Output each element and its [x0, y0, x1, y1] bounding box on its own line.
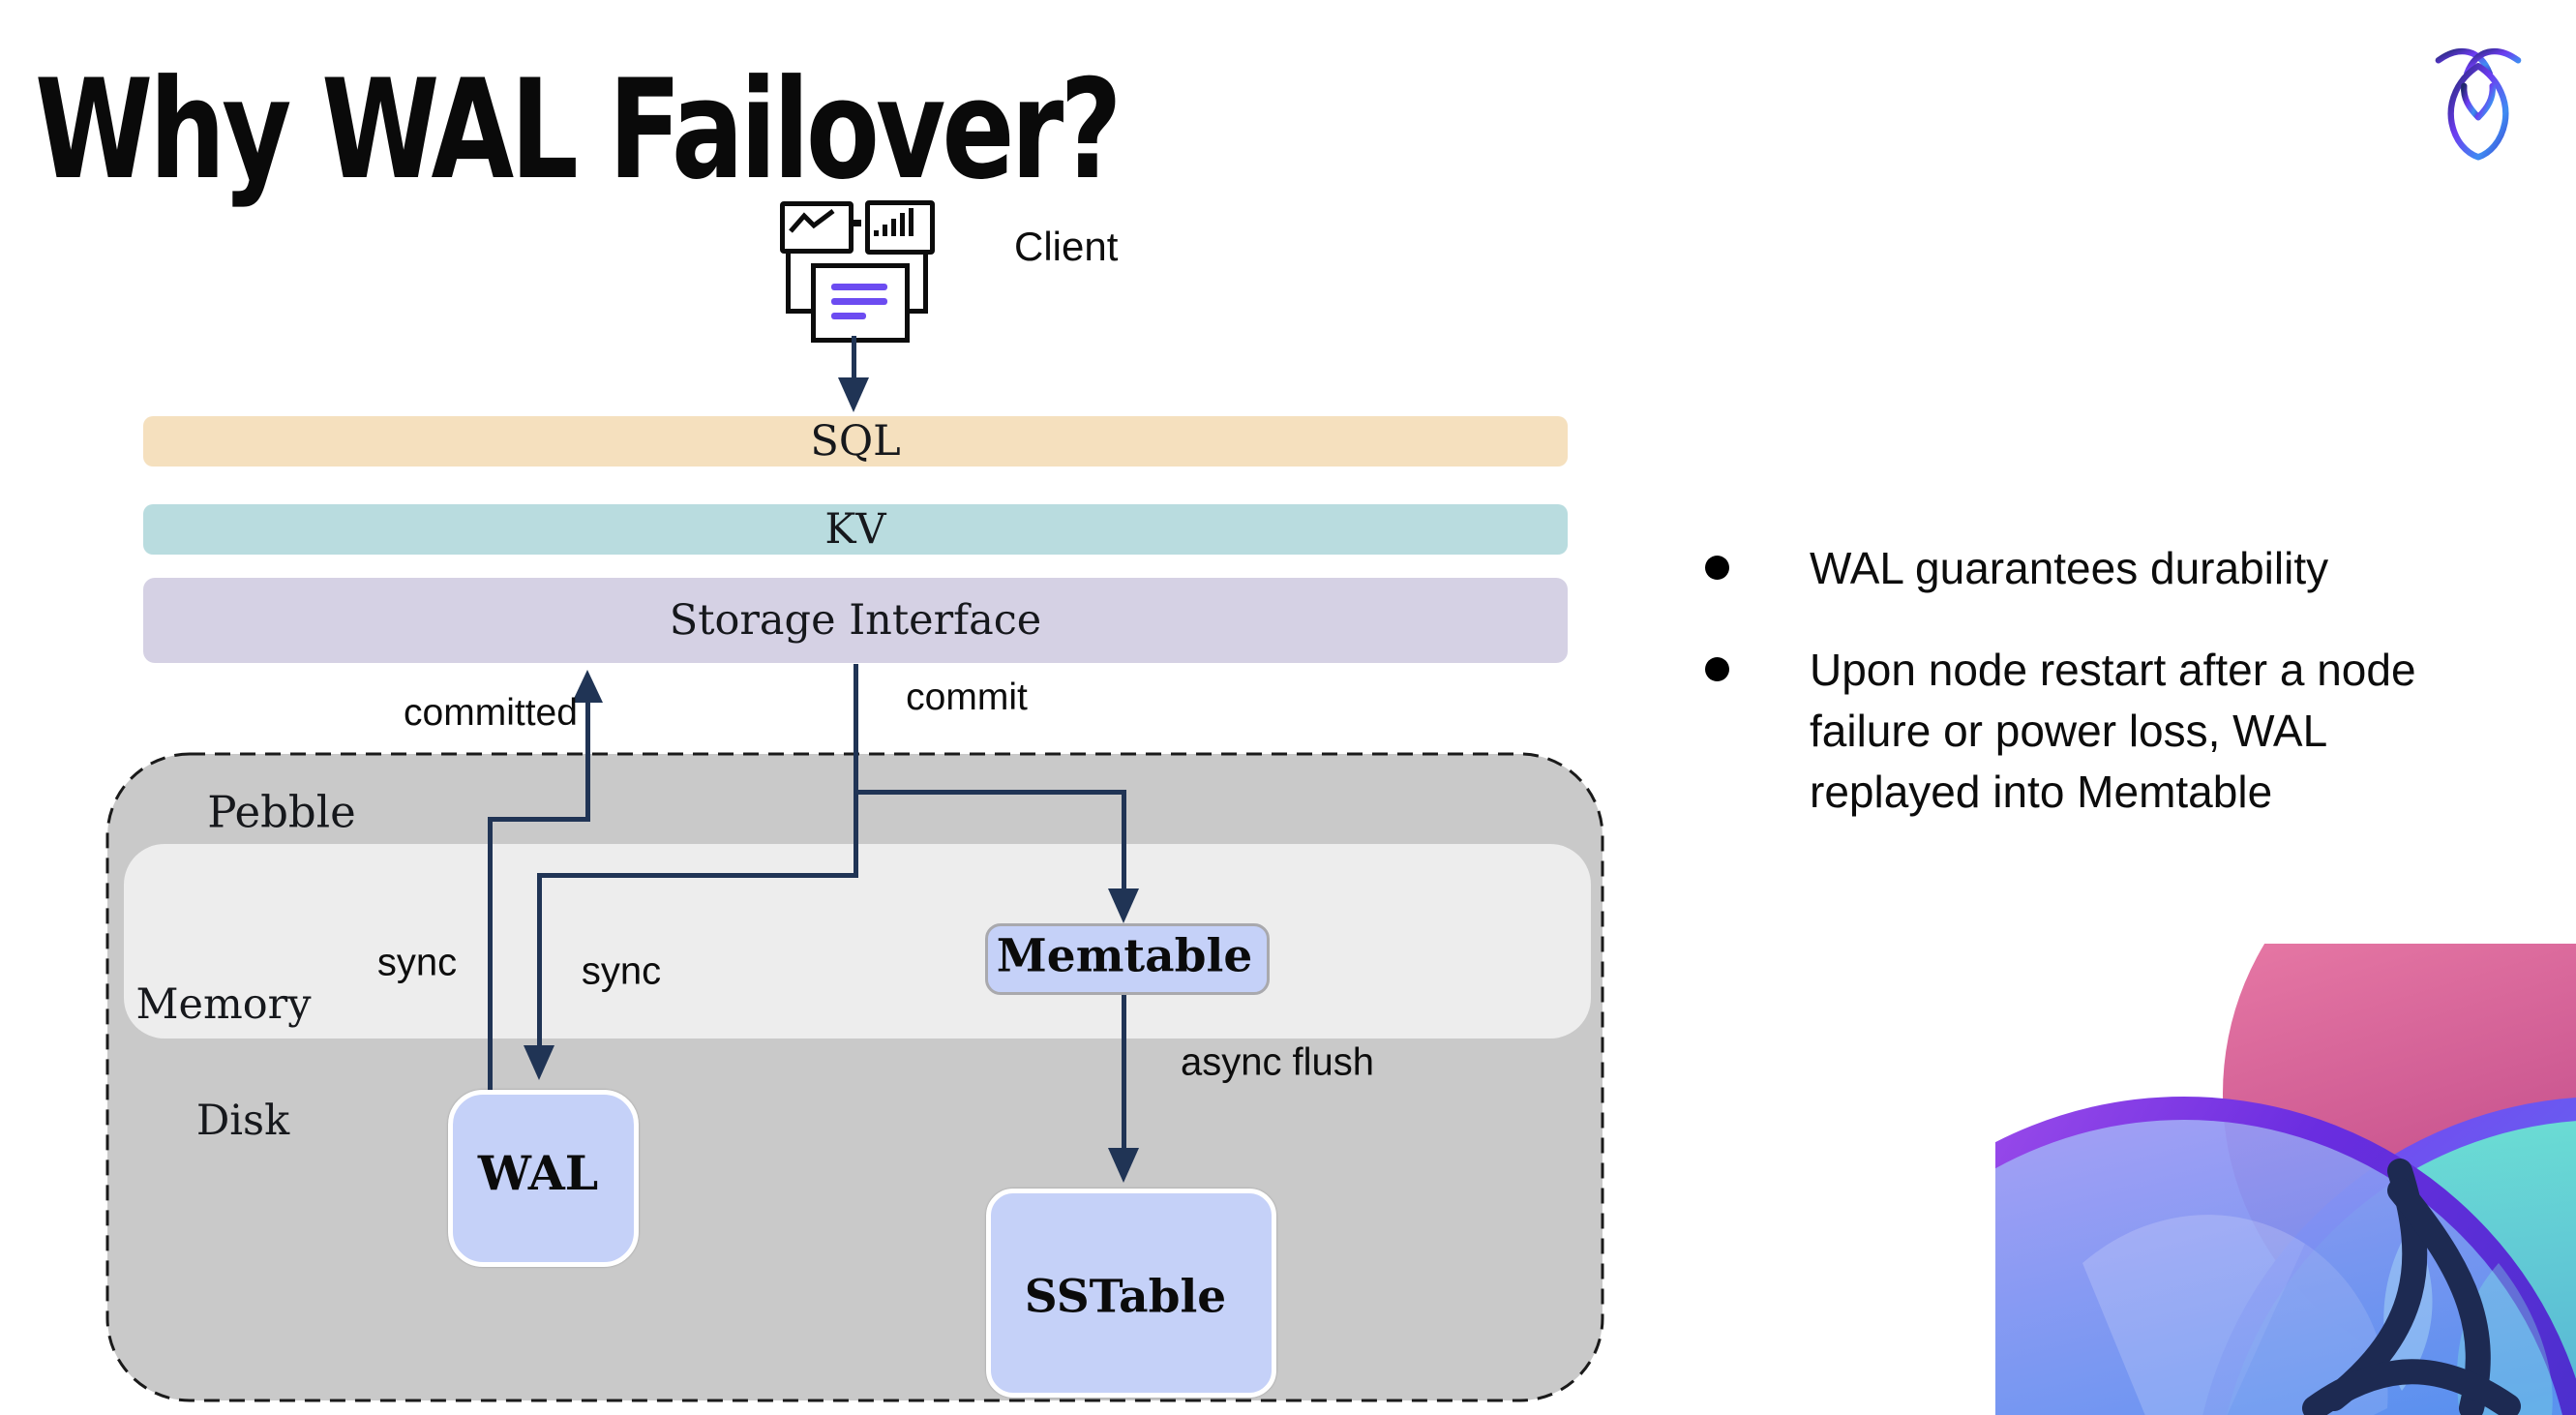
arrowhead-down-icon	[838, 377, 869, 412]
memtable-node-label: Memtable	[996, 929, 1253, 983]
doc-line	[831, 284, 887, 290]
sync-edge-label-left: sync	[376, 941, 458, 984]
edge-sync-to-wal-h	[537, 873, 858, 878]
layer-kv	[143, 504, 1568, 555]
pebble-label: Pebble	[207, 786, 356, 838]
sync-edge-label-right: sync	[581, 949, 662, 993]
edge-commit-main	[854, 664, 858, 878]
page-title: Why WAL Failover?	[35, 50, 1123, 210]
edge-commit-to-memtable-v	[1122, 790, 1126, 892]
edge-sync-to-wal-v	[537, 873, 542, 1049]
edge-committed-upper	[585, 703, 590, 821]
line-chart-icon	[780, 201, 854, 254]
wal-node	[448, 1090, 639, 1267]
sstable-node	[986, 1189, 1276, 1398]
list-item: WAL guarantees durability	[1695, 538, 2448, 599]
edge-client-sql	[852, 336, 856, 380]
edge-committed-jog	[488, 817, 590, 822]
arrowhead-up-icon	[572, 670, 603, 703]
arrowhead-down-icon	[1108, 1148, 1139, 1183]
committed-edge-label: committed	[404, 692, 578, 734]
wal-node-label: WAL	[477, 1145, 599, 1201]
memory-label: Memory	[135, 980, 312, 1029]
bracket-left-icon	[786, 254, 825, 314]
layer-kv-label: KV	[824, 505, 886, 554]
arrowhead-down-icon	[524, 1045, 554, 1080]
layer-sql	[143, 416, 1568, 467]
edge-committed-lower	[488, 819, 493, 1092]
bullet-dot-icon	[1705, 556, 1729, 580]
edge-async-flush	[1122, 989, 1126, 1150]
layer-storage-label: Storage Interface	[669, 596, 1042, 645]
doc-line	[831, 298, 887, 305]
bullet-list: WAL guarantees durability Upon node rest…	[1695, 538, 2448, 823]
commit-edge-label: commit	[906, 677, 1028, 718]
layer-sql-label: SQL	[810, 417, 901, 466]
list-item: Upon node restart after a node failure o…	[1695, 640, 2448, 823]
sstable-node-label: SSTable	[1024, 1270, 1227, 1324]
cockroachdb-logo-icon	[2435, 48, 2522, 161]
bar-chart-icon	[865, 200, 935, 255]
arrowhead-down-icon	[1108, 888, 1139, 923]
doc-line	[831, 313, 866, 319]
layer-storage-interface	[143, 578, 1568, 663]
disk-label: Disk	[195, 1097, 290, 1145]
memtable-node	[985, 923, 1270, 995]
bullet-dot-icon	[1705, 657, 1729, 681]
client-label: Client	[1014, 224, 1119, 269]
dash-connector-icon	[849, 220, 861, 226]
brand-artwork	[1995, 944, 2576, 1415]
bullet-text: WAL guarantees durability	[1810, 543, 2329, 593]
async-flush-edge-label: async flush	[1180, 1040, 1375, 1084]
bullet-text: Upon node restart after a node failure o…	[1810, 645, 2416, 817]
document-icon	[811, 263, 910, 343]
edge-commit-to-memtable-h	[854, 790, 1126, 795]
